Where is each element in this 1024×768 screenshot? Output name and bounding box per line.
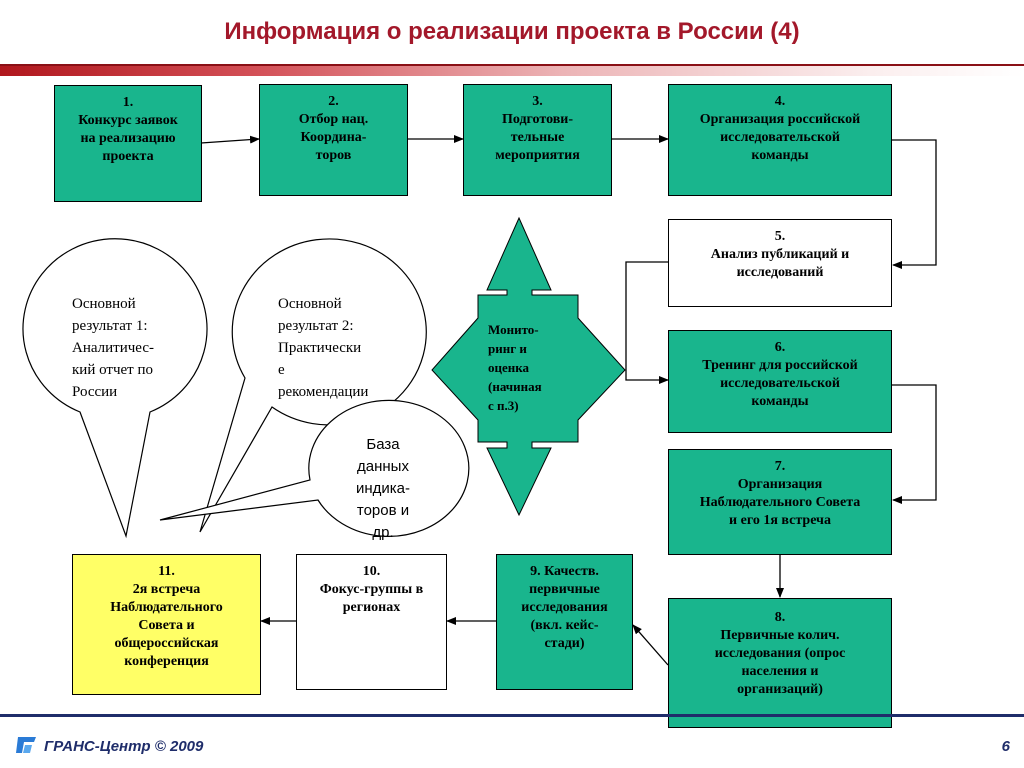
step-1-line: Конкурс заявок bbox=[78, 113, 178, 128]
step-8-number: 8. bbox=[774, 610, 786, 625]
bubble-result1-line: Основной bbox=[72, 296, 136, 312]
step-8-line: исследования (опрос bbox=[714, 646, 846, 661]
monitoring-four-way-arrow bbox=[431, 216, 626, 517]
monitoring-line: (начиная bbox=[488, 379, 542, 394]
bubble-result2-line: рекомендации bbox=[278, 384, 369, 400]
step-9-line: стади) bbox=[544, 636, 585, 651]
step-9-line: (вкл. кейс- bbox=[530, 618, 599, 633]
grans-logo-icon bbox=[16, 737, 36, 753]
step-9-number: 9. Качеств. bbox=[530, 564, 599, 579]
step-2-box: 2. Отбор нац. Координа- торов bbox=[259, 84, 408, 196]
slide-title: Информация о реализации проекта в России… bbox=[224, 18, 800, 45]
bubble-result1-line: кий отчет по bbox=[72, 362, 153, 378]
step-1-line: проекта bbox=[102, 149, 154, 164]
step-5-line: Анализ публикаций и bbox=[710, 247, 850, 262]
step-9-line: исследования bbox=[521, 600, 608, 615]
monitoring-line: Монито- bbox=[488, 322, 539, 337]
arrow-8-to-9 bbox=[632, 624, 669, 666]
step-3-line: тельные bbox=[510, 130, 565, 145]
arrow-1-to-2 bbox=[200, 135, 260, 144]
bubble-result2-line: Практически bbox=[278, 340, 362, 356]
step-5-box: 5. Анализ публикаций и исследований bbox=[668, 219, 892, 307]
step-6-line: исследовательской bbox=[720, 376, 840, 391]
step-8-box: 8. Первичные колич. исследования (опрос … bbox=[668, 598, 892, 728]
connector-6-to-7 bbox=[891, 384, 937, 504]
step-11-box: 11. 2я встреча Наблюдательного Совета и … bbox=[72, 554, 261, 695]
monitoring-line: оценка bbox=[488, 360, 530, 375]
step-8-line: организаций) bbox=[737, 682, 823, 697]
bubble-result1-line: России bbox=[72, 384, 118, 400]
bubble-database-line: индика- bbox=[355, 480, 411, 497]
step-2-number: 2. bbox=[328, 94, 339, 109]
step-3-line: мероприятия bbox=[495, 148, 580, 163]
step-8-line: Первичные колич. bbox=[720, 628, 840, 643]
step-1-number: 1. bbox=[122, 95, 134, 110]
step-10-number: 10. bbox=[362, 564, 381, 579]
step-7-line: Организация bbox=[737, 477, 823, 492]
step-1-line: на реализацию bbox=[80, 131, 176, 146]
step-7-line: Наблюдательного Совета bbox=[699, 495, 861, 510]
bubble-database-line: данных bbox=[357, 458, 409, 475]
title-underline-rule bbox=[0, 64, 1024, 66]
step-11-line: общероссийская bbox=[114, 636, 219, 651]
step-11-line: Наблюдательного bbox=[110, 600, 223, 615]
step-7-number: 7. bbox=[774, 459, 786, 474]
step-5-line: исследований bbox=[736, 265, 824, 280]
step-11-line: конференция bbox=[124, 654, 209, 669]
step-3-number: 3. bbox=[532, 94, 543, 109]
bubble-result1-text: Основной результат 1: Аналитичес- кий от… bbox=[72, 293, 192, 403]
step-6-box: 6. Тренинг для российской исследовательс… bbox=[668, 330, 892, 433]
step-10-line: Фокус-группы в bbox=[319, 582, 424, 597]
bubble-result1-shape bbox=[22, 238, 208, 539]
bubble-database-line: торов и bbox=[356, 502, 410, 519]
bubble-result2-line: е bbox=[278, 362, 285, 378]
bubble-database-line: др. bbox=[372, 524, 394, 541]
page-number: 6 bbox=[1001, 738, 1010, 755]
step-10-box: 10. Фокус-группы в регионах bbox=[296, 554, 447, 690]
step-3-line: Подготови- bbox=[501, 112, 574, 127]
step-10-line: регионах bbox=[342, 600, 401, 615]
step-6-line: Тренинг для российской bbox=[702, 358, 858, 373]
title-underline-bar bbox=[0, 64, 1024, 76]
connector-4-to-5 bbox=[891, 139, 937, 269]
step-7-line: и его 1я встреча bbox=[729, 513, 831, 528]
footer-organization: ГРАНС-Центр © 2009 bbox=[44, 738, 204, 755]
monitoring-line: с п.3) bbox=[488, 398, 519, 413]
bubble-database-text: База данных индика- торов и др. bbox=[338, 434, 428, 544]
step-6-number: 6. bbox=[774, 340, 786, 355]
bubble-database-shape bbox=[159, 399, 470, 537]
bubble-database-line: База bbox=[366, 436, 400, 453]
step-8-line: населения и bbox=[741, 664, 819, 679]
monitoring-line: ринг и bbox=[488, 341, 527, 356]
step-11-number: 11. bbox=[158, 564, 175, 579]
step-4-line: Организация российской bbox=[699, 112, 861, 127]
step-4-line: исследовательской bbox=[720, 130, 840, 145]
step-4-box: 4. Организация российской исследовательс… bbox=[668, 84, 892, 196]
step-11-line: Совета и bbox=[138, 618, 195, 633]
step-9-box: 9. Качеств. первичные исследования (вкл.… bbox=[496, 554, 633, 690]
bubble-result1-line: результат 1: bbox=[72, 318, 148, 334]
step-7-box: 7. Организация Наблюдательного Совета и … bbox=[668, 449, 892, 555]
step-9-line: первичные bbox=[529, 582, 600, 597]
step-2-line: Координа- bbox=[300, 130, 367, 145]
monitoring-label: Монито- ринг и оценка (начиная с п.3) bbox=[488, 320, 568, 415]
bubble-result2-text: Основной результат 2: Практически е реко… bbox=[278, 293, 398, 403]
step-3-box: 3. Подготови- тельные мероприятия bbox=[463, 84, 612, 196]
bubble-result1-line: Аналитичес- bbox=[72, 340, 154, 356]
step-11-line: 2я встреча bbox=[132, 582, 201, 597]
step-4-number: 4. bbox=[774, 94, 786, 109]
step-2-line: Отбор нац. bbox=[298, 112, 369, 127]
connector-5-to-6 bbox=[625, 261, 669, 384]
step-6-line: команды bbox=[751, 394, 809, 409]
bubble-result2-line: Основной bbox=[278, 296, 342, 312]
step-4-line: команды bbox=[751, 148, 809, 163]
bubble-result2-line: результат 2: bbox=[278, 318, 354, 334]
step-5-number: 5. bbox=[774, 229, 786, 244]
footer-divider bbox=[0, 714, 1024, 717]
step-2-line: торов bbox=[315, 148, 352, 163]
step-1-box: 1. Конкурс заявок на реализацию проекта bbox=[54, 85, 202, 202]
